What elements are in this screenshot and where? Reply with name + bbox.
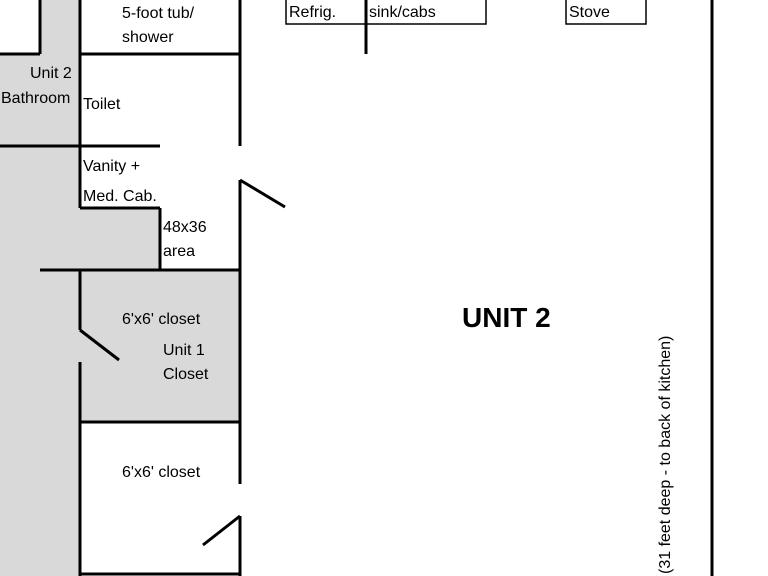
door-swing-unit1-closet xyxy=(79,328,120,362)
stove-label: Stove xyxy=(569,4,610,21)
refrigerator-label: Refrig. xyxy=(289,4,337,21)
kitchen-fixtures xyxy=(285,0,647,25)
sink-cabinet-box xyxy=(365,0,487,25)
unit1-closet-label-line1: Unit 1 xyxy=(163,342,205,359)
tub-label-line2: shower xyxy=(122,29,174,46)
toilet-label: Toilet xyxy=(83,96,121,113)
door-swing-lower-closet xyxy=(202,514,241,547)
unit1-closet-shading xyxy=(80,270,240,422)
walls xyxy=(0,0,714,576)
bathroom-label-line2: Bathroom xyxy=(1,90,71,107)
stove-box xyxy=(565,0,647,25)
vanity-label-line1: Vanity + xyxy=(83,158,141,175)
shaded-areas xyxy=(0,0,240,576)
doors xyxy=(79,178,286,547)
area-label-line2: area xyxy=(163,243,196,260)
unit1-closet-label-line2: Closet xyxy=(163,366,209,383)
depth-note: (31 feet deep - to back of kitchen) xyxy=(657,335,674,574)
bathroom-label-line1: Unit 2 xyxy=(30,65,72,82)
tub-label-line1: 5-foot tub/ xyxy=(122,5,195,22)
closet-upper-label: 6'x6' closet xyxy=(122,311,201,328)
closet-lower-label: 6'x6' closet xyxy=(122,464,201,481)
door-swing-bathroom xyxy=(239,178,286,209)
sink-label: sink/cabs xyxy=(369,4,436,21)
area-label-line1: 48x36 xyxy=(163,219,207,236)
vanity-label-line2: Med. Cab. xyxy=(83,188,157,205)
unit-title: UNIT 2 xyxy=(462,302,551,333)
